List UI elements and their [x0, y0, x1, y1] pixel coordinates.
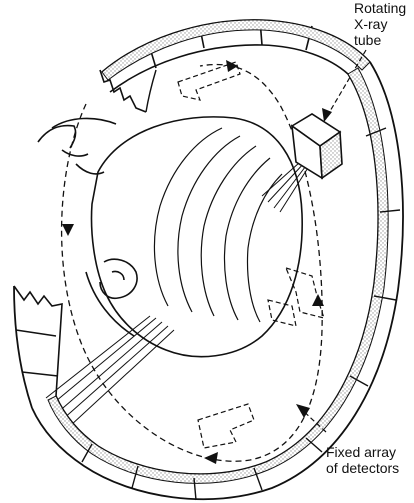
rotation-path — [60, 63, 323, 462]
gantry-back-stipple — [101, 19, 371, 81]
tube-leader-line — [325, 49, 367, 119]
patient-head — [37, 116, 303, 358]
hidden-detector-right-2 — [267, 299, 297, 327]
transmitted-beam — [45, 315, 175, 427]
rotation-arrow-left — [62, 224, 74, 236]
gantry-front-stipple — [47, 67, 389, 484]
gantry-left-segments — [15, 329, 59, 377]
gantry-cut-bottom — [13, 285, 63, 397]
hidden-detector-right — [284, 267, 325, 319]
scan-slice-lines — [153, 127, 283, 323]
rotation-arrow-top — [226, 60, 238, 72]
label-fixed-detector-array: Fixed array of detectors — [326, 444, 400, 476]
label-rotating-xray-tube: Rotating X-ray tube — [354, 0, 407, 48]
hidden-detector-top — [177, 61, 241, 101]
gantry-segments — [81, 127, 401, 501]
gantry-front-outer — [31, 61, 404, 501]
detectors-leader-line — [299, 407, 327, 433]
gantry-cut-top — [99, 69, 147, 113]
xray-tube-box — [290, 113, 343, 180]
rotation-arrow-bottom — [204, 452, 218, 464]
hidden-detector-bottom — [197, 403, 255, 449]
